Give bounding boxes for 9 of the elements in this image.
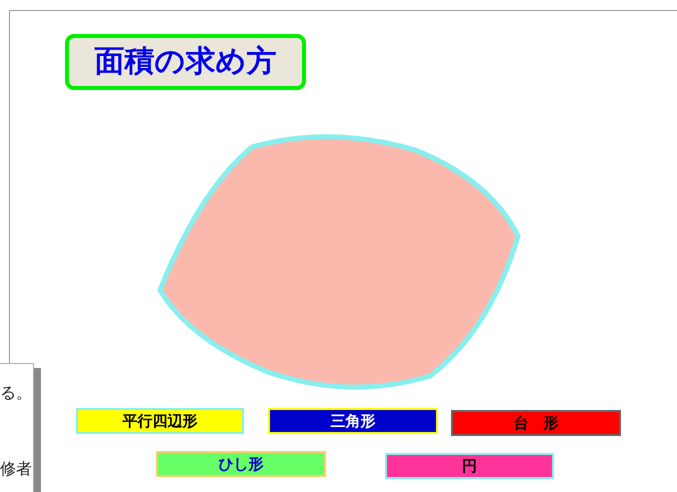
shape-button: 台 形 bbox=[451, 410, 621, 436]
shape-button: 円 bbox=[385, 453, 554, 479]
shape-button: 平行四辺形 bbox=[76, 408, 244, 434]
shape-button: 三角形 bbox=[268, 408, 438, 434]
shape-button: ひし形 bbox=[156, 451, 326, 477]
popup-text: 修者 bbox=[0, 459, 32, 480]
popup-text: る。 bbox=[0, 383, 32, 404]
leaf-shape bbox=[158, 134, 520, 390]
title-banner: 面積の求め方 bbox=[65, 34, 306, 90]
